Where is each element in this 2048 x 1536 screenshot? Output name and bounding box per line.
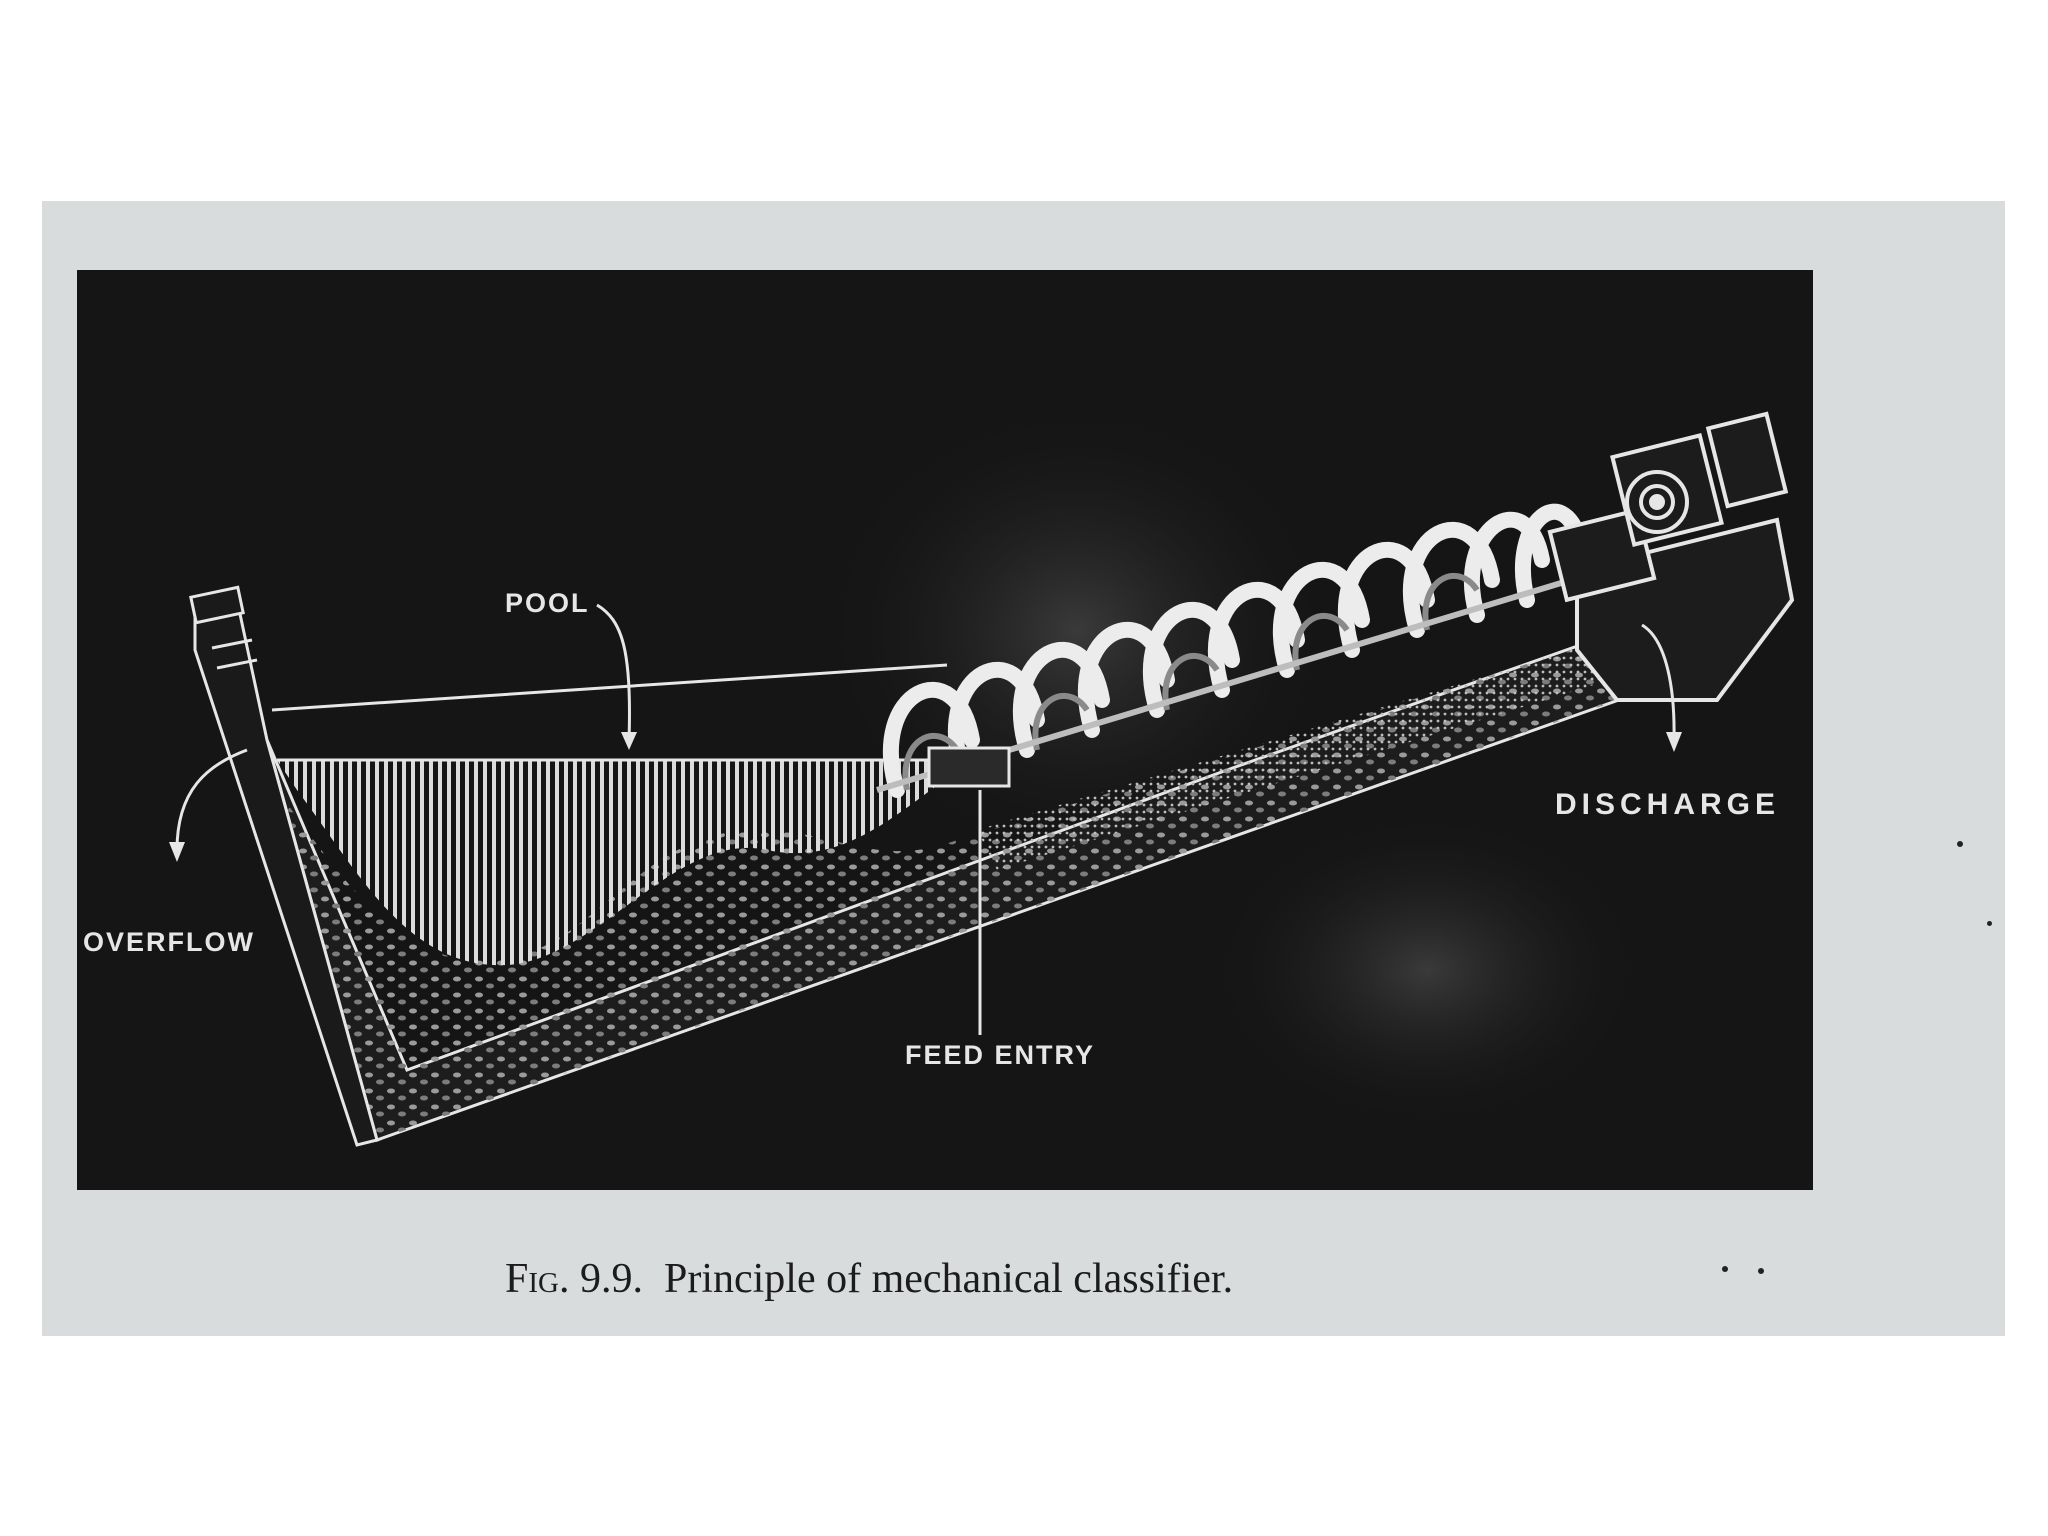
scan-speck (1957, 841, 1963, 847)
background-shadow (1207, 810, 1647, 1130)
feed-entry-label: FEED ENTRY (905, 1040, 1095, 1071)
drive-head (1550, 414, 1792, 700)
figure-caption: Fig. 9.9. Principle of mechanical classi… (505, 1255, 1233, 1303)
pool-label: POOL (505, 588, 590, 619)
pool-leader (597, 605, 630, 740)
scan-speck (1722, 1266, 1728, 1272)
classifier-illustration: POOL OVERFLOW FEED ENTRY DISCHARGE (77, 270, 1813, 1190)
figure-number: Fig. 9.9. (505, 1256, 643, 1302)
overflow-arrowhead (169, 842, 185, 862)
pool-arrowhead (621, 732, 637, 750)
overflow-weir (195, 600, 377, 1145)
discharge-arrowhead (1666, 732, 1682, 752)
scan-speck (1987, 921, 1992, 926)
feed-box (929, 748, 1009, 786)
scan-speck (1758, 1268, 1764, 1274)
figure-title: Principle of mechanical classifier. (664, 1256, 1233, 1302)
overflow-label: OVERFLOW (83, 927, 255, 958)
discharge-label: DISCHARGE (1555, 788, 1780, 822)
